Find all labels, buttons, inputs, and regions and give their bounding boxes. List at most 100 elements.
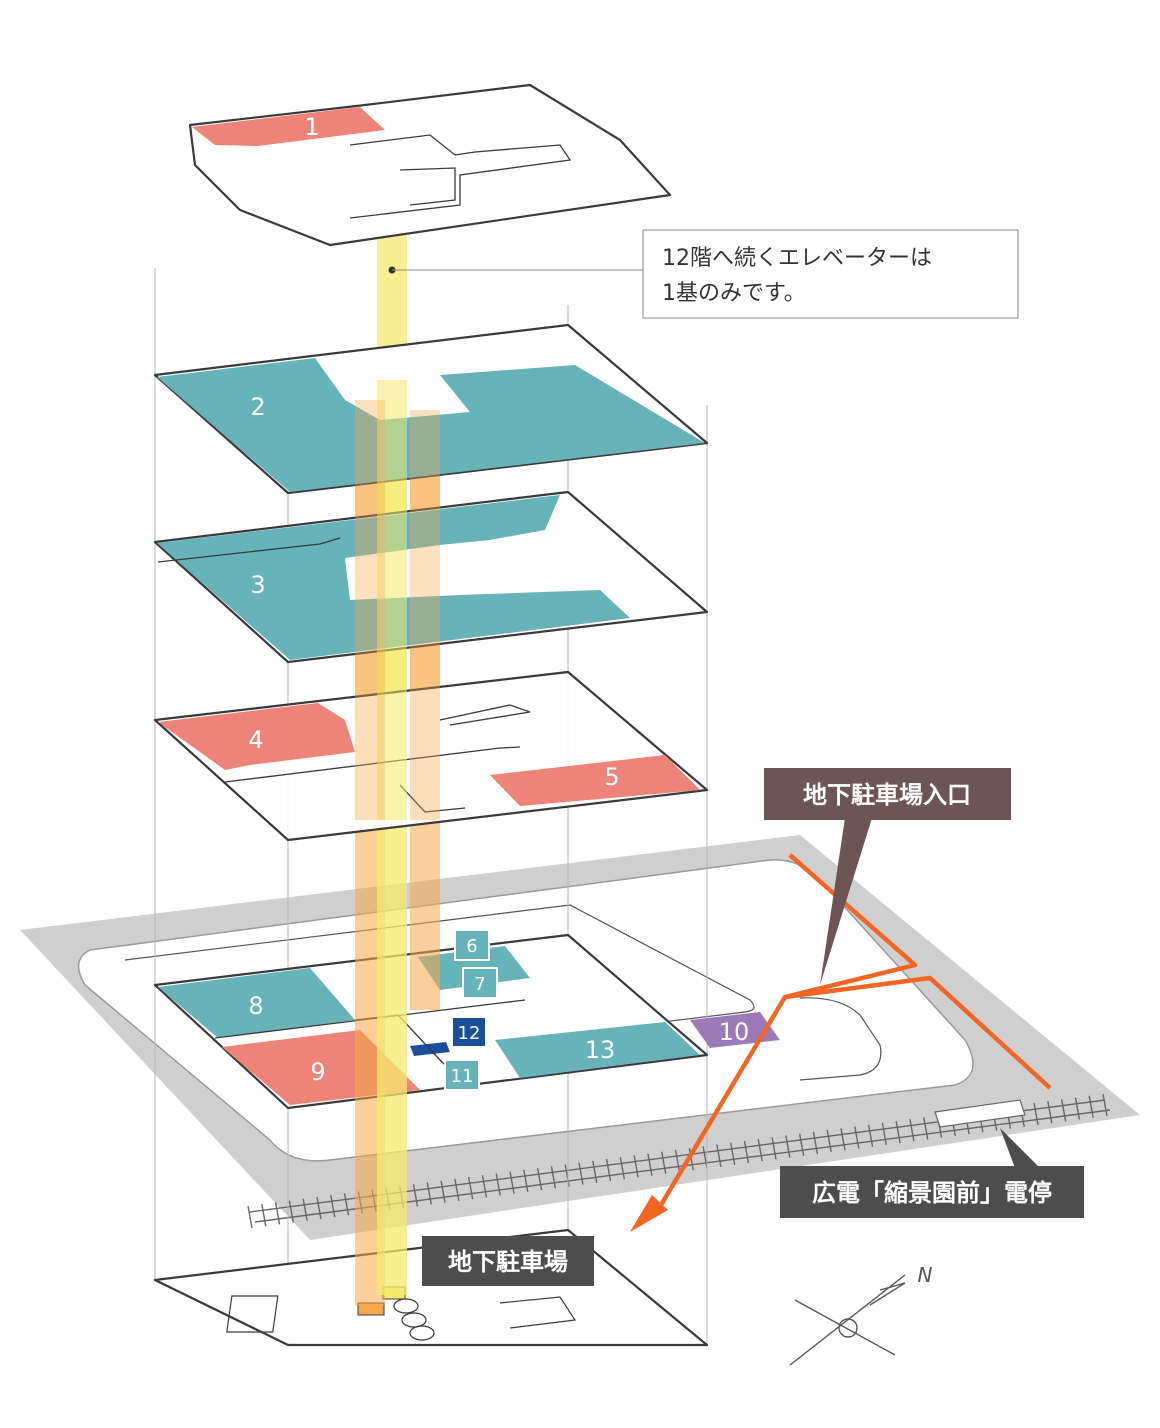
rail-tie: [1033, 1102, 1039, 1126]
underground-parking-label: 地下駐車場: [448, 1248, 568, 1276]
elevator-shaft-overlay: [355, 380, 440, 820]
compass-north-arrow: [869, 1282, 906, 1306]
ground-inner-1: [214, 999, 526, 1039]
floor-label-8: 8: [248, 992, 263, 1020]
tram-stop-pointer: [1000, 1128, 1040, 1168]
badge-11: [444, 1059, 480, 1091]
top-inner-1: [349, 134, 572, 219]
floor-3: [153, 490, 709, 664]
floor-label-3: 3: [250, 571, 265, 599]
elevator-overlay-left: [355, 400, 385, 820]
rail-tie: [881, 1122, 888, 1146]
floor-label-2: 2: [250, 393, 265, 421]
rail-tie: [674, 1149, 681, 1173]
rail-tie: [743, 1140, 750, 1164]
basement-tank-3: [409, 1325, 435, 1341]
rail-tie: [867, 1124, 874, 1147]
rail-tie: [661, 1151, 667, 1174]
floor-label-1: 1: [304, 113, 319, 141]
badge-11-label: 11: [451, 1066, 474, 1087]
floor-top: [188, 83, 672, 247]
badge-6: [454, 929, 490, 961]
callout-line-1: 12階へ続くエレベーターは: [662, 246, 932, 271]
rail-tie: [854, 1126, 860, 1149]
rail-tie: [578, 1162, 584, 1185]
rail-tie: [440, 1180, 446, 1203]
rail-tie: [592, 1160, 598, 1183]
underground-parking-callout: 地下駐車場: [422, 1236, 594, 1286]
rail-tie: [454, 1178, 460, 1202]
driveway-outline: [799, 997, 882, 1081]
zone-2-fill: [157, 358, 705, 492]
rail-tie: [536, 1167, 543, 1191]
rail-tie: [702, 1146, 708, 1169]
parking-entrance-callout: 地下駐車場入口: [764, 768, 1011, 985]
underground-parking-box: [422, 1236, 594, 1286]
badge-7: [462, 967, 498, 999]
rail-tie: [509, 1171, 515, 1194]
rail-tie: [247, 1205, 253, 1229]
elevator-callout: 12階へ続くエレベーターは 1基のみです。: [388, 229, 1019, 319]
rail-tie: [426, 1182, 432, 1205]
rail-tie: [288, 1200, 295, 1223]
rail-tie: [647, 1153, 653, 1176]
floor-ground: [153, 933, 780, 1110]
basement-tank-2: [401, 1312, 427, 1328]
basement-tank-1: [393, 1298, 419, 1314]
floor-label-10: 10: [719, 1018, 750, 1046]
rail-tie: [826, 1130, 832, 1153]
elevator-overlay-right: [410, 410, 440, 820]
badge-12-label: 12: [458, 1023, 481, 1044]
zone-1-fill: [192, 107, 385, 146]
compass-center: [838, 1318, 858, 1338]
top-inner-2: [399, 167, 456, 206]
badge-12: [451, 1016, 487, 1048]
rail-tie: [343, 1193, 350, 1216]
rail-tie: [412, 1184, 419, 1207]
parking-entrance-pointer: [820, 818, 872, 985]
rail-tie: [771, 1137, 777, 1160]
route-line-branch: [784, 975, 1052, 1090]
callout-box: [642, 229, 1019, 319]
rail-tie: [1102, 1093, 1108, 1117]
rail-tie: [785, 1135, 791, 1158]
rail-tie: [302, 1198, 308, 1221]
floor-4-5: [153, 670, 709, 842]
rail-tie: [564, 1164, 570, 1187]
rail-tie: [316, 1196, 322, 1220]
tram-stop-platform: [934, 1099, 1026, 1128]
rail-tie: [1074, 1097, 1081, 1120]
route-arrowhead: [630, 1195, 668, 1232]
compass-icon: N: [789, 1263, 933, 1366]
basement-room: [226, 1295, 279, 1333]
f4-inner-1: [224, 746, 521, 783]
zone-4-fill: [158, 703, 355, 770]
parking-entrance-box: [764, 768, 1011, 820]
rail-tie: [909, 1119, 915, 1142]
tram-stop-callout: 広電「縮景園前」電停: [780, 1128, 1084, 1218]
elevator-overlay-main: [377, 380, 407, 820]
site-inner-outline: [124, 904, 755, 1036]
compass-north-label: N: [918, 1263, 933, 1287]
rail-tie: [467, 1176, 474, 1200]
f3-inner-1: [157, 537, 341, 563]
tram-stop-box: [780, 1166, 1084, 1218]
rail-tie: [812, 1131, 819, 1155]
badge-6-label: 6: [466, 936, 477, 957]
rail-tie: [550, 1166, 557, 1189]
floor-2: [153, 323, 709, 495]
zone-5-fill: [490, 755, 700, 806]
rail-tie: [1047, 1101, 1053, 1124]
rail-tie: [619, 1157, 626, 1180]
zone-13-fill: [495, 1022, 700, 1078]
rail-tie: [688, 1148, 694, 1171]
floor-numbers: 1 2 3 4 5 8 9 13 10: [248, 113, 749, 1086]
floor-top-outline: [188, 83, 672, 247]
floor-label-4: 4: [248, 726, 263, 754]
rail-tie: [330, 1195, 336, 1218]
zone-8-fill: [158, 968, 355, 1038]
room-badges: 6 7 12 11: [444, 929, 498, 1091]
rail-tie: [923, 1117, 929, 1140]
rail-tie: [481, 1175, 488, 1198]
